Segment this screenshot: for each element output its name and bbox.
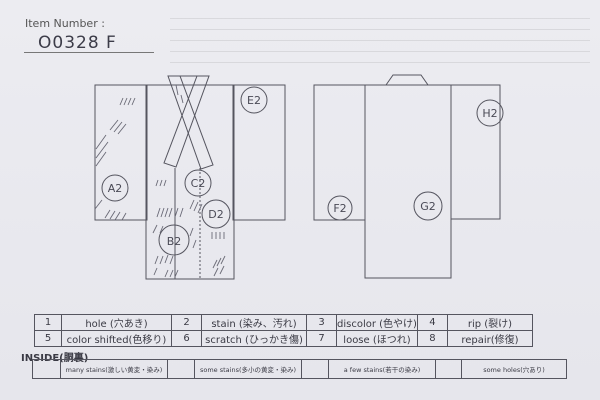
legend-code: 1 [34,314,62,331]
inside-option-label: many stains(激しい黄変・染み) [60,359,168,379]
inside-checkbox-some-holes[interactable] [435,359,462,379]
svg-text:F2: F2 [333,202,346,215]
inside-option-label: a few stains(若干の染み) [328,359,436,379]
faint-bleed-through-text [170,8,590,78]
legend-row: 5 color shifted(色移り) 6 scratch (ひっかき傷) 7… [34,330,533,347]
damage-marker-b2: B2 [158,224,190,256]
svg-text:G2: G2 [420,200,436,213]
svg-text:H2: H2 [482,107,497,120]
inside-checkbox-some-stains[interactable] [167,359,195,379]
svg-text:A2: A2 [108,182,123,195]
inside-option-label: some holes(穴あり) [461,359,567,379]
legend-label: stain (染み、汚れ) [201,314,307,331]
inside-option-label: some stains(多小の黄変・染み) [194,359,302,379]
svg-text:B2: B2 [167,235,182,248]
legend-label: loose (ほつれ) [336,330,418,347]
legend-code: 2 [171,314,202,331]
item-number-underline [24,52,154,53]
damage-marker-a2: A2 [101,174,129,202]
legend-label: color shifted(色移り) [61,330,172,347]
back-kimono-outline [313,74,501,279]
damage-marker-f2: F2 [327,195,353,221]
inside-condition-table: many stains(激しい黄変・染み) some stains(多小の黄変・… [32,359,567,379]
legend-code: 5 [34,330,62,347]
svg-text:D2: D2 [208,208,223,221]
damage-marker-e2: E2 [240,86,268,114]
legend-row: 1 hole (穴あき) 2 stain (染み、汚れ) 3 discolor … [34,314,533,331]
kimono-diagrams: A2 B2 C2 D2 E2 F2 G2 H2 [94,74,504,280]
svg-text:C2: C2 [191,177,206,190]
damage-marker-h2: H2 [476,99,504,127]
legend-label: scratch (ひっかき傷) [201,330,307,347]
stain-hatching [94,84,226,278]
damage-marker-g2: G2 [413,191,443,221]
legend-label: discolor (色やけ) [336,314,418,331]
item-number-value: O0328 F [38,33,117,53]
inside-row: many stains(激しい黄変・染み) some stains(多小の黄変・… [32,359,567,379]
damage-legend-table: 1 hole (穴あき) 2 stain (染み、汚れ) 3 discolor … [34,314,533,347]
svg-text:E2: E2 [247,94,261,107]
legend-code: 4 [416,314,448,331]
legend-code: 7 [306,330,337,347]
legend-label: hole (穴あき) [61,314,172,331]
legend-code: 6 [171,330,202,347]
legend-label: repair(修復) [446,330,533,347]
inside-checkbox-many-stains[interactable] [32,359,61,379]
inside-checkbox-few-stains[interactable] [301,359,329,379]
damage-marker-d2: D2 [201,199,231,229]
legend-code: 8 [416,330,448,347]
inside-section-title: INSIDE(胴裏) [21,353,89,364]
legend-label: rip (裂け) [446,314,533,331]
damage-marker-c2: C2 [184,169,212,197]
front-kimono-outline [94,75,286,280]
legend-code: 3 [306,314,337,331]
item-number-label: Item Number : [25,17,105,30]
